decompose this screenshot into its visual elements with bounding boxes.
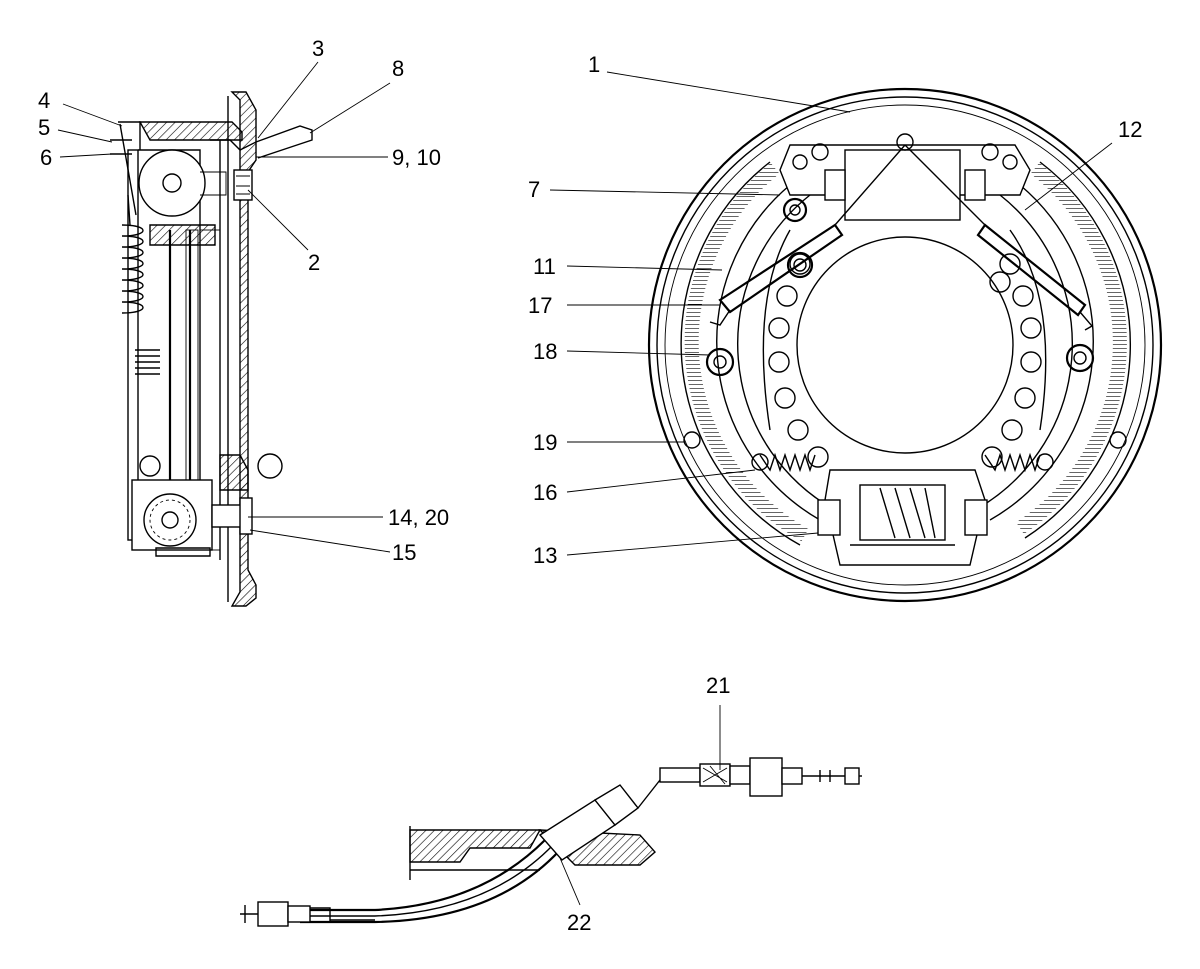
bolt-circle: [768, 253, 1042, 468]
callout-18: 18: [533, 339, 557, 364]
callout-3: 3: [312, 36, 324, 61]
callout-21: 21: [706, 673, 730, 698]
callout-19: 19: [533, 430, 557, 455]
callout-22: 22: [567, 910, 591, 935]
callout-9-10: 9, 10: [392, 145, 441, 170]
callout-17: 17: [528, 293, 552, 318]
callout-13: 13: [533, 543, 557, 568]
side-section-view: [110, 91, 313, 607]
callout-11: 11: [533, 254, 556, 279]
return-spring-side: [121, 194, 144, 314]
parking-brake-cable: [240, 757, 862, 927]
callout-15: 15: [392, 540, 416, 565]
callout-4: 4: [38, 88, 50, 113]
callout-6: 6: [40, 145, 52, 170]
callout-1: 1: [588, 52, 600, 77]
callout-2: 2: [308, 250, 320, 275]
callout-8: 8: [392, 56, 404, 81]
leader-lines: [57, 61, 1113, 906]
callout-12: 12: [1118, 117, 1142, 142]
callout-5: 5: [38, 115, 50, 140]
callout-16: 16: [533, 480, 557, 505]
lower-springs: [751, 452, 1054, 473]
front-view: [647, 87, 1163, 603]
callout-labels: 4 5 6 3 8 9, 10 2 14, 20 15 1 12 7 11 17…: [38, 36, 1142, 935]
callout-14-20: 14, 20: [388, 505, 449, 530]
callout-7: 7: [528, 177, 540, 202]
adjuster-gear: [143, 493, 197, 547]
